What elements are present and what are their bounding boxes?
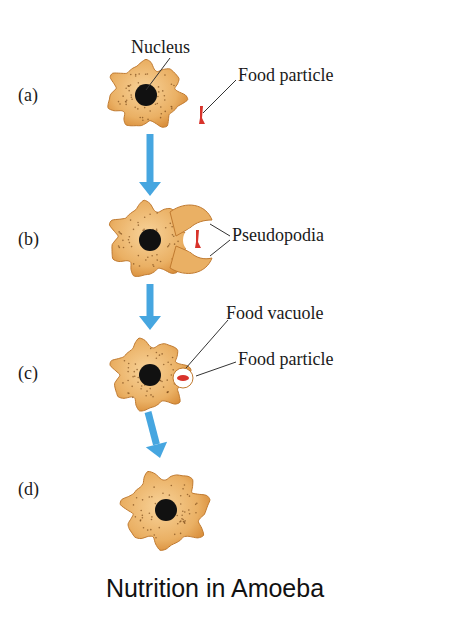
amoeba-d (120, 471, 210, 550)
part-label: Food vacuole (226, 304, 323, 324)
part-label: Food particle (238, 350, 333, 370)
stage-letter: (c) (18, 364, 38, 384)
leader-line (210, 240, 230, 256)
leader-line (146, 58, 170, 90)
leader-line (203, 80, 236, 113)
part-label: Food particle (238, 66, 333, 86)
amoeba-cells (108, 59, 212, 550)
food-particle (199, 106, 205, 124)
part-label: Nucleus (131, 38, 190, 58)
amoeba-b (109, 200, 212, 276)
part-label: Pseudopodia (232, 226, 324, 246)
stage-letter: (b) (18, 230, 39, 250)
leader-line (186, 320, 228, 368)
caption: Nutrition in Amoeba (0, 574, 430, 603)
amoeba-a (108, 59, 188, 127)
stage-letter: (d) (18, 480, 39, 500)
stage-letter: (a) (18, 86, 38, 106)
leader-lines (146, 58, 236, 376)
leader-line (196, 362, 236, 376)
amoeba-c (110, 338, 193, 411)
leader-line (210, 224, 230, 236)
